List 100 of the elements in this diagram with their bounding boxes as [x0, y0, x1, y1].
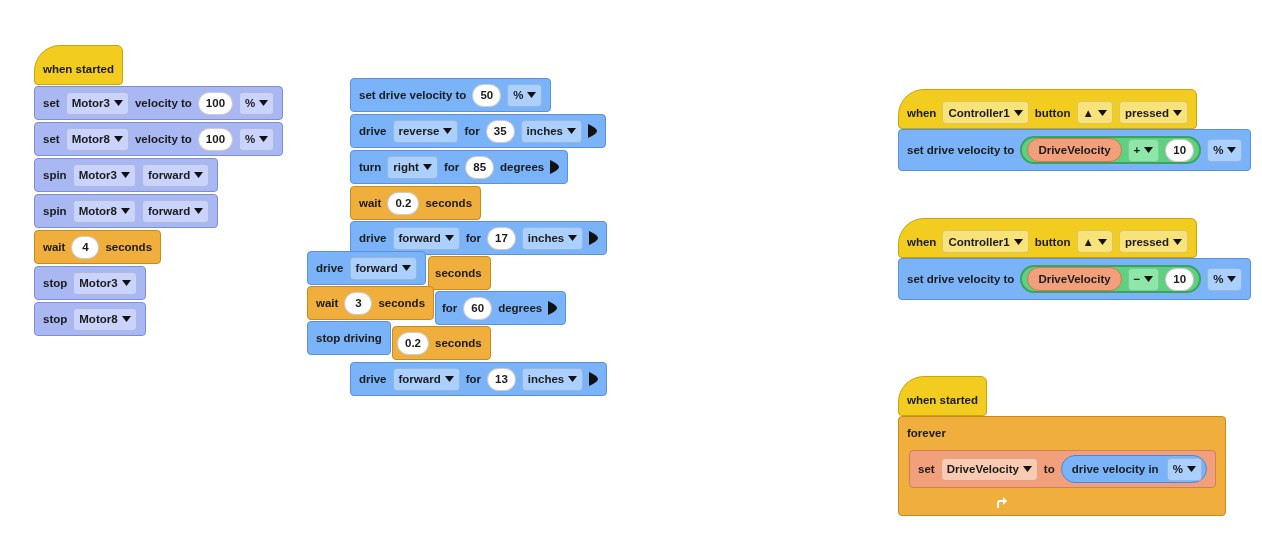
number-input: 4 [71, 235, 100, 259]
block-label: degrees [498, 302, 543, 314]
dropdown: Controller1 [942, 230, 1029, 253]
event-block [898, 218, 1197, 258]
dropdown: % [1166, 457, 1202, 481]
block-label: drive [359, 125, 387, 137]
block-label: seconds [425, 197, 473, 209]
variable-reporter: DriveVelocity [1027, 138, 1122, 162]
reporter-block [1060, 455, 1207, 483]
number-input: 0.2 [397, 331, 429, 355]
number-input: 13 [487, 367, 516, 391]
command-block [34, 266, 146, 300]
block-label: drive velocity in [1071, 463, 1159, 475]
command-block [307, 321, 391, 355]
block-label: when started [907, 393, 978, 406]
wait-block [350, 186, 482, 220]
block-label: set [43, 97, 60, 109]
dropdown: forward [349, 256, 417, 280]
event-block [898, 376, 987, 416]
dropdown: % [239, 127, 275, 151]
block-label: set drive velocity to [907, 273, 1015, 285]
dropdown: − [1127, 267, 1160, 291]
command-block [34, 122, 284, 156]
block-label: button [1034, 235, 1071, 248]
block-label: degrees [500, 161, 545, 173]
dropdown: ▲ [1076, 230, 1113, 253]
block-label: drive [359, 232, 387, 244]
dropdown: Motor3 [73, 271, 137, 295]
command-block [350, 78, 552, 112]
block-label: for [465, 232, 481, 244]
dropdown: pressed [1118, 230, 1188, 253]
event-block [34, 45, 123, 85]
block-label: set [43, 133, 60, 145]
command-block [350, 362, 608, 396]
block-label: stop [43, 277, 68, 289]
command-block [350, 150, 569, 184]
dropdown: Motor8 [73, 307, 137, 331]
command-block [34, 302, 146, 336]
block-label: velocity to [134, 97, 192, 109]
number-input: 100 [197, 127, 234, 151]
dropdown: Motor8 [72, 199, 136, 223]
block-label: button [1034, 106, 1071, 119]
block-label: wait [359, 197, 382, 209]
block-label: set drive velocity to [907, 144, 1015, 156]
command-block [898, 129, 1252, 171]
dropdown: reverse [392, 119, 459, 143]
command-block [307, 251, 426, 285]
block-label: spin [43, 169, 67, 181]
block-label: for [442, 302, 458, 314]
command-block [34, 158, 219, 192]
number-input: 85 [465, 155, 495, 179]
block-label: seconds [435, 267, 482, 279]
number-input: 3 [344, 291, 373, 315]
dropdown: % [239, 91, 275, 115]
block-label: set drive velocity to [359, 89, 467, 101]
dropdown: Motor8 [65, 127, 129, 151]
dropdown: inches [521, 367, 584, 391]
dropdown: Controller1 [942, 101, 1029, 124]
block-label: drive [316, 262, 344, 274]
command-block [435, 291, 567, 325]
event-block [898, 89, 1197, 129]
dropdown: ▲ [1076, 101, 1113, 124]
operator-block [1020, 136, 1202, 164]
number-input: 10 [1165, 267, 1195, 291]
dropdown: % [1207, 267, 1243, 291]
block-label: velocity to [134, 133, 192, 145]
wait-block [34, 230, 162, 264]
dropdown: % [1207, 138, 1243, 162]
variable-reporter: DriveVelocity [1027, 267, 1122, 291]
block-label: for [464, 125, 480, 137]
dropdown: Motor3 [72, 163, 136, 187]
block-label: seconds [435, 337, 482, 349]
dropdown: right [387, 155, 438, 179]
dropdown: forward [392, 367, 460, 391]
dropdown: forward [142, 199, 210, 223]
command-block [909, 450, 1216, 488]
command-block [34, 86, 284, 120]
block-label: when [907, 106, 937, 119]
number-input: 100 [197, 91, 234, 115]
dropdown: + [1127, 138, 1160, 162]
dropdown: forward [142, 163, 210, 187]
block-label: set [918, 463, 935, 475]
dropdown: pressed [1118, 101, 1188, 124]
dropdown: forward [392, 226, 460, 250]
block-label: stop [43, 313, 68, 325]
number-input: 0.2 [387, 191, 420, 215]
block-label: stop driving [316, 332, 382, 344]
wait-block [307, 286, 435, 320]
block-label: when [907, 235, 937, 248]
block-label: drive [359, 373, 387, 385]
command-block [34, 194, 219, 228]
block-label: for [465, 373, 481, 385]
dropdown: inches [521, 226, 584, 250]
block-label: forever [907, 427, 946, 439]
command-block [350, 114, 606, 148]
number-input: 10 [1165, 138, 1195, 162]
block-label: spin [43, 205, 67, 217]
loop-block [898, 416, 1226, 516]
number-input: 17 [487, 226, 516, 250]
block-label: wait [316, 297, 339, 309]
